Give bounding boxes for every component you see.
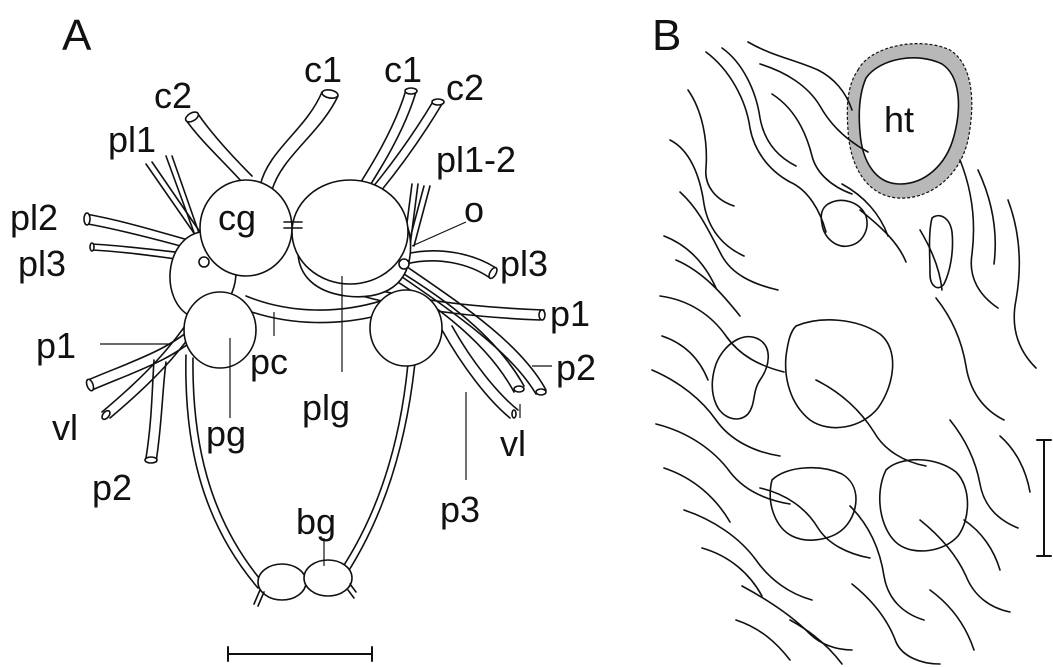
label-p3: p3: [440, 489, 480, 530]
label-c2-right: c2: [446, 67, 484, 108]
label-p2-right: p2: [556, 347, 596, 388]
nerve-c1-left: [260, 92, 338, 190]
sinus-small: [821, 200, 867, 246]
label-plg: plg: [302, 387, 350, 428]
nerve-end-c1-left: [321, 89, 338, 100]
label-c1-left: c1: [304, 49, 342, 90]
nerve-end-c2-right: [432, 99, 444, 105]
label-pc: pc: [250, 341, 288, 382]
nerve-end-p1-right: [539, 310, 545, 320]
scale-bar-b: [1037, 440, 1051, 556]
nerve-end-pl3-left: [90, 243, 94, 251]
label-pl1-2: pl1-2: [436, 139, 516, 180]
sinus-vertical: [930, 216, 953, 288]
sinus-spaces: [712, 200, 967, 551]
nerve-end-p2-right-a: [514, 386, 524, 392]
label-p1-left: p1: [36, 325, 76, 366]
scale-bar-a: [228, 647, 372, 661]
nerve-end-pl3-right: [487, 266, 498, 279]
nerve-pl3-right: [406, 251, 496, 278]
panel-a: A: [10, 11, 596, 661]
statocyst-right: [399, 259, 409, 269]
label-pl3-left: pl3: [18, 243, 66, 284]
label-p1-right: p1: [550, 293, 590, 334]
pedal-ganglion-right: [370, 290, 442, 366]
label-ht: ht: [884, 99, 914, 140]
label-c1-right: c1: [384, 49, 422, 90]
buccal-ganglion-left: [258, 564, 306, 600]
label-c2-left: c2: [154, 75, 192, 116]
panel-b: B ht: [652, 11, 1051, 664]
label-vl-right: vl: [500, 423, 526, 464]
label-bg: bg: [296, 501, 336, 542]
nerve-vl-right: [442, 326, 518, 418]
panel-b-letter: B: [652, 11, 681, 60]
label-vl-left: vl: [52, 407, 78, 448]
buccal-connective-left: [186, 355, 264, 588]
sinus-lower-left: [770, 468, 856, 540]
label-pl1: pl1: [108, 119, 156, 160]
nerve-end-vl-right: [512, 410, 516, 418]
sinus-folded: [712, 337, 768, 419]
statocyst-left: [199, 257, 209, 267]
label-pg: pg: [206, 413, 246, 454]
buccal-ganglion-right: [304, 560, 352, 596]
nerve-end-p2-left: [145, 457, 157, 463]
nerve-end-p2-right-b: [536, 389, 546, 395]
pedal-commissure: [246, 296, 384, 323]
tissue-network: [652, 42, 1036, 664]
label-p2-left: p2: [92, 467, 132, 508]
heart: ht: [847, 44, 971, 199]
label-pl2: pl2: [10, 197, 58, 238]
label-o: o: [464, 189, 484, 230]
nerve-end-pl2-left: [84, 213, 90, 225]
nerve-c2-left: [186, 114, 252, 182]
sinus-upper: [786, 320, 893, 428]
pedal-ganglion-left: [184, 292, 256, 368]
label-cg: cg: [218, 197, 256, 238]
label-pl3-right: pl3: [500, 243, 548, 284]
cerebral-ganglion-right: [292, 180, 408, 284]
panel-a-letter: A: [62, 11, 92, 60]
sinus-lower-right: [880, 460, 968, 551]
nerve-end-p1-left: [85, 378, 95, 391]
